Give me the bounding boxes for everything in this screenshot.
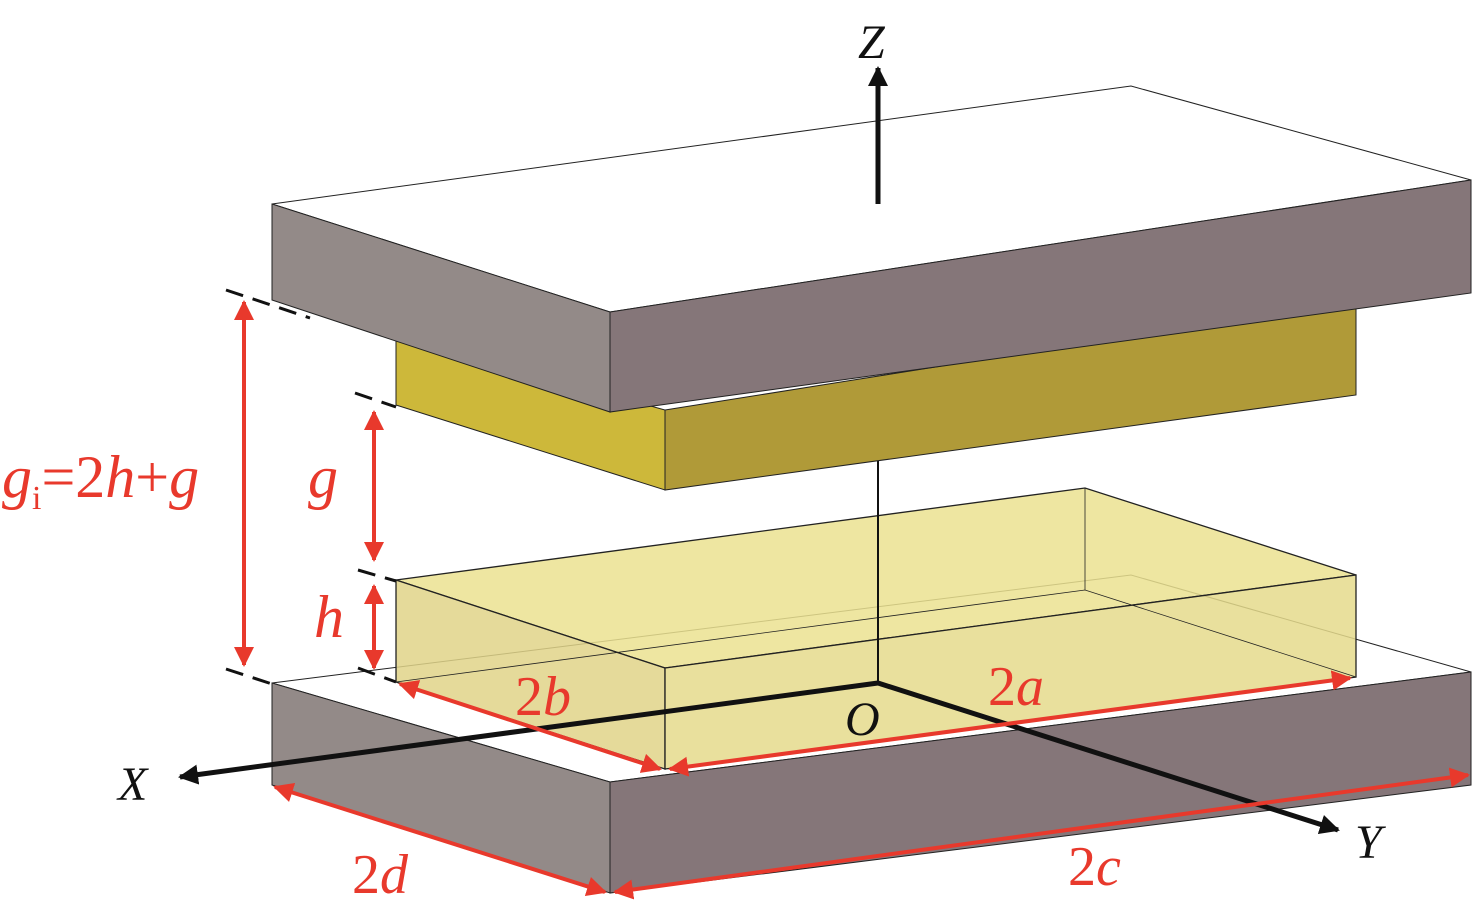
dim-2d-num: 2 (352, 844, 380, 905)
dim-2b-num: 2 (515, 666, 543, 728)
gi-g: g (2, 444, 32, 510)
dim-2d-var: d (380, 844, 409, 905)
gi-g2: g (169, 444, 199, 510)
dim-2a-label: 2a (988, 656, 1044, 718)
gi-h: h (105, 444, 135, 510)
dim-2a (668, 670, 1352, 777)
thickness-label: h (314, 584, 344, 650)
dim-2b-label: 2b (515, 666, 571, 728)
y-axis-label: Y (1355, 816, 1386, 869)
dim-2a-var: a (1016, 656, 1044, 718)
dim-2c-num: 2 (1068, 836, 1096, 898)
dimension-lines (234, 300, 1470, 900)
dim-2d-label: 2d (352, 844, 409, 905)
dim-2b-var: b (543, 666, 571, 728)
top-plate-right-face (609, 179, 1472, 413)
origin-label: O (845, 693, 880, 746)
gi-eq: =2 (41, 444, 105, 510)
x-axis-label: X (116, 758, 149, 811)
dim-2b (398, 680, 662, 773)
gi-label: gi=2h+g (2, 444, 199, 517)
dim-2c-label: 2c (1068, 836, 1121, 898)
dim-2c (613, 767, 1470, 900)
top-plate (271, 85, 1472, 413)
gi-plus: + (135, 444, 169, 510)
dim-2a-num: 2 (988, 656, 1016, 718)
extension-lines (225, 288, 397, 686)
gap-label: g (308, 444, 338, 510)
dim-2c-var: c (1096, 836, 1121, 898)
gi-sub: i (32, 480, 41, 517)
z-axis-label: Z (858, 16, 886, 69)
dim-2d (273, 782, 607, 897)
